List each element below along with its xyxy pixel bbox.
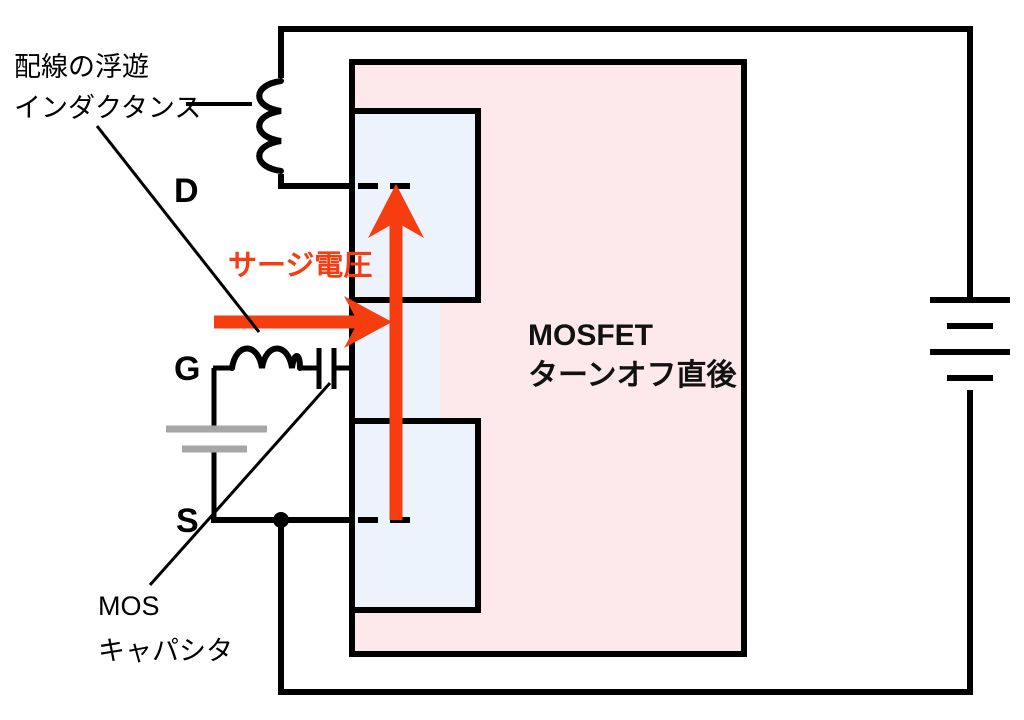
horizontal-arrow-head	[344, 296, 392, 348]
surge-voltage-horizontal-arrow	[214, 296, 392, 348]
drain-terminal-label: D	[174, 172, 199, 210]
stray-inductance-label-line2: インダクタンス	[14, 93, 201, 123]
surge-voltage-label: サージ電圧	[228, 250, 372, 282]
mos-capacitor-leader-diagonal	[148, 382, 332, 586]
source-junction-dot	[273, 512, 289, 528]
gate-inductor-symbol	[229, 345, 303, 371]
supply-battery-symbol	[930, 297, 1010, 381]
gate-terminal-label: G	[174, 350, 200, 388]
mos-capacitor-label-line2: キャパシタ	[98, 636, 233, 666]
stray-inductance-leader-diagonal	[95, 125, 261, 333]
mosfet-title-line2: ターンオフ直後	[528, 359, 737, 392]
source-terminal-label: S	[176, 502, 199, 540]
inductor-wire-mask	[276, 78, 285, 174]
gate-branch-wiring	[211, 365, 354, 523]
mosfet-title-line1: MOSFET	[528, 319, 653, 352]
mos-capacitor-symbol	[166, 425, 267, 453]
mos-capacitor-label-line1: MOS	[98, 591, 160, 621]
surge-voltage-vertical-arrow	[368, 184, 424, 520]
mosfet-drain-region	[349, 108, 481, 303]
mosfet-source-region	[349, 418, 481, 613]
gate-inductor-coil-loops	[229, 345, 303, 371]
inductor-coil-loops-front	[256, 78, 284, 174]
vertical-arrow-head	[368, 184, 424, 238]
stray-inductor-symbol	[256, 78, 285, 174]
stray-inductance-label-line1: 配線の浮遊	[14, 52, 149, 82]
gate-capacitor-symbol	[316, 348, 337, 389]
